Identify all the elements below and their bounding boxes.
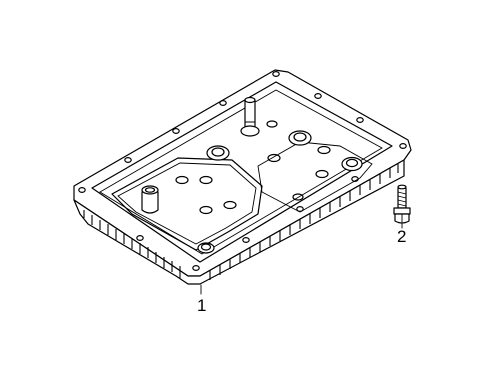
pan-bolt (393, 184, 411, 224)
pan-fins-left (83, 210, 181, 278)
pan-inner-step (99, 89, 383, 255)
interior-plate-edge (117, 162, 257, 245)
callout-1: 1 (197, 296, 207, 315)
pan-side-wall (73, 159, 405, 285)
pan-bosses (197, 130, 363, 254)
pan-filter-neck (141, 185, 159, 214)
oil-pan (73, 69, 412, 285)
leader-lines (200, 223, 403, 295)
callout-2: 2 (397, 227, 407, 246)
pan-fins-right (209, 164, 399, 280)
pan-ports (175, 120, 331, 215)
pan-standpipe (240, 96, 260, 137)
interior-plate (111, 157, 263, 251)
pan-inner-rim (91, 81, 393, 263)
